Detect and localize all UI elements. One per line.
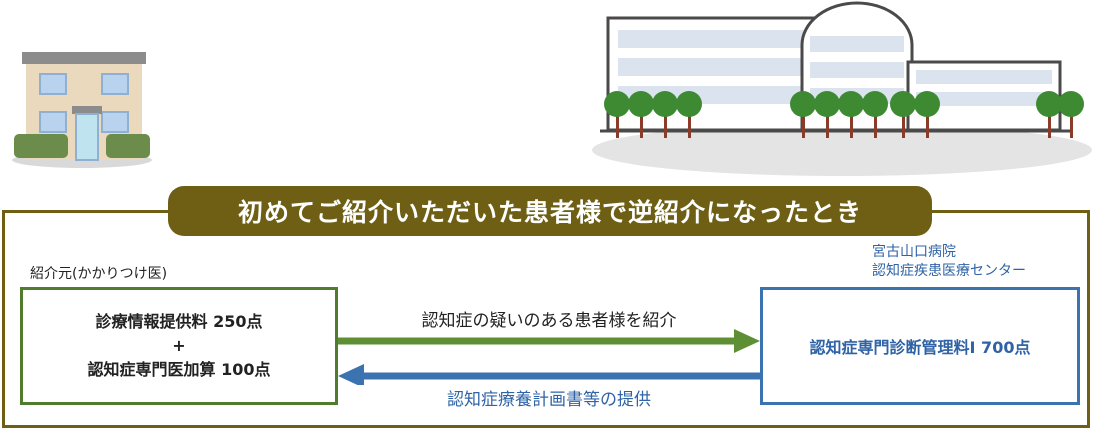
arrow-to-hospital-head (734, 329, 760, 353)
referrer-fee-2: 認知症専門医加算 100点 (87, 360, 271, 379)
clinic-hedge (14, 134, 68, 158)
hospital-right-band (916, 70, 1052, 84)
banner-title: 初めてご紹介いただいた患者様で逆紹介になったとき (237, 198, 862, 227)
clinic-door (75, 113, 99, 161)
hospital-fee-box: 認知症専門診断管理料Ⅰ 700点 (760, 287, 1080, 405)
hospital-right-band (916, 92, 1052, 106)
hospital-dome-band (810, 36, 904, 52)
clinic-window (39, 111, 67, 133)
clinic-roof (22, 52, 146, 64)
hospital-center: 認知症疾患医療センター (872, 263, 1026, 279)
hospital-left-band (618, 30, 808, 48)
arrow-to-hospital-label: 認知症の疑いのある患者様を紹介 (421, 311, 677, 331)
arrow-to-referrer-label: 認知症療養計画書等の提供 (447, 390, 651, 410)
clinic-window (101, 111, 129, 133)
referrer-caption: 紹介元(かかりつけ医) (30, 266, 168, 282)
clinic-illustration (12, 52, 152, 168)
hospital-name: 宮古山口病院 (872, 244, 956, 260)
arrows (338, 329, 760, 385)
arrow-to-referrer-head (338, 364, 364, 385)
clinic-hedge (106, 134, 150, 158)
referrer-fee-box: 診療情報提供料 250点 + 認知症専門医加算 100点 (20, 287, 338, 405)
referrer-fee-1: 診療情報提供料 250点 (95, 312, 263, 331)
tree-group-left (604, 91, 702, 138)
hospital-fee: 認知症専門診断管理料Ⅰ 700点 (809, 338, 1031, 357)
hospital-ground (592, 124, 1092, 176)
tree-group-right (1036, 91, 1084, 138)
tree-group-middle (790, 91, 940, 138)
hospital-left-band (618, 58, 808, 76)
hospital-illustration (592, 1, 1092, 176)
plus-sign: + (172, 336, 186, 355)
title-banner: 初めてご紹介いただいた患者様で逆紹介になったとき (168, 186, 932, 236)
hospital-dome-band (810, 62, 904, 78)
clinic-window (101, 73, 129, 95)
clinic-awning (72, 106, 102, 114)
hospital-caption: 宮古山口病院 認知症疾患医療センター (872, 243, 1026, 281)
clinic-window (39, 73, 67, 95)
